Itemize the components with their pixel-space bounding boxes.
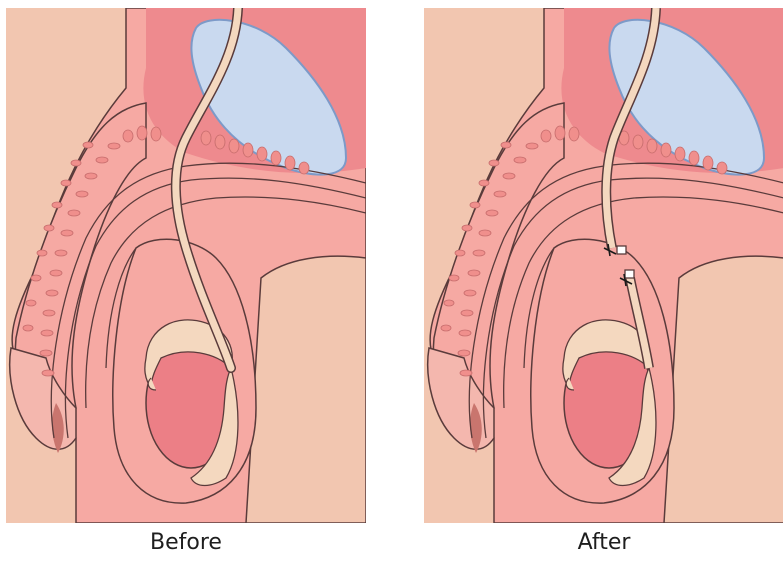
before-panel [6,8,366,523]
after-anatomy-illustration [424,8,783,523]
after-caption: After [424,530,783,555]
before-anatomy-illustration [6,8,366,523]
clip-upper [617,246,626,254]
before-caption: Before [6,530,366,555]
after-panel [424,8,783,523]
clip-lower [625,270,634,278]
